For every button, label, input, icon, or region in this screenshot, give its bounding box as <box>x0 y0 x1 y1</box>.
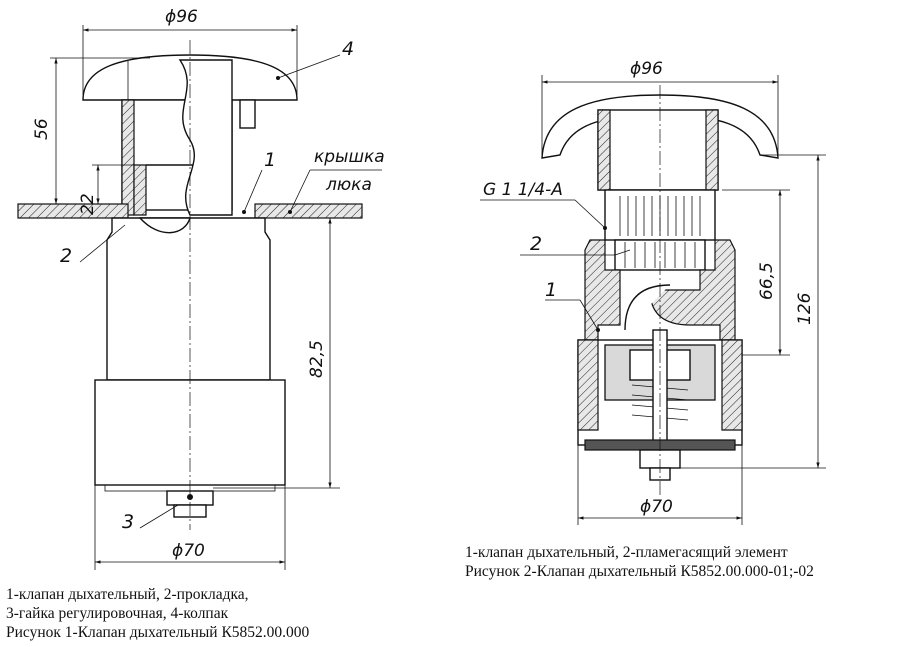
fig2-dim-126: 126 <box>795 292 815 325</box>
fig1-deck-left <box>17 203 129 219</box>
fig1-label-lid: крышка <box>314 147 385 167</box>
fig1-callout-3: 3 <box>122 511 134 533</box>
fig1-dim-22: 22 <box>78 193 98 215</box>
fig1-dim-56: 56 <box>32 118 52 140</box>
fig1-label-hatch: люка <box>325 175 372 195</box>
fig1-callout-2: 2 <box>60 245 72 267</box>
fig2-caption-line2: Рисунок 2-Клапан дыхательный К5852.00.00… <box>465 563 814 580</box>
fig2-caption-line1: 1-клапан дыхательный, 2-пламегасящий эле… <box>465 544 788 561</box>
fig2-thread: G 1 1/4-A <box>483 180 563 200</box>
fig1-callout-4: 4 <box>342 38 354 60</box>
fig1-dim-82: 82,5 <box>307 340 327 378</box>
fig1-caption-line3: Рисунок 1-Клапан дыхательный К5852.00.00… <box>6 624 310 641</box>
fig1-body <box>106 217 271 381</box>
fig1-dim-96: ϕ96 <box>165 7 198 27</box>
fig1-callout-1: 1 <box>264 149 276 171</box>
fig1-caption-line1: 1-клапан дыхательный, 2-прокладка, <box>6 586 249 603</box>
fig2-callout-2: 2 <box>530 233 542 255</box>
figure2-valve: ϕ96 66,5 126 ϕ70 G 1 1/4-A 2 1 <box>480 59 826 525</box>
fig2-dim-66: 66,5 <box>757 262 777 300</box>
fig1-dim-70: ϕ70 <box>172 541 205 561</box>
fig2-dim-70: ϕ70 <box>640 497 673 517</box>
fig1-deck-right <box>254 203 363 219</box>
figure1-valve: ϕ96 56 22 82,5 ϕ70 4 1 2 3 крышка люка <box>17 7 385 570</box>
fig1-caption-line2: 3-гайка регулировочная, 4-колпак <box>6 605 229 622</box>
fig2-dim-96: ϕ96 <box>630 59 663 79</box>
fig2-callout-1: 1 <box>545 279 557 301</box>
